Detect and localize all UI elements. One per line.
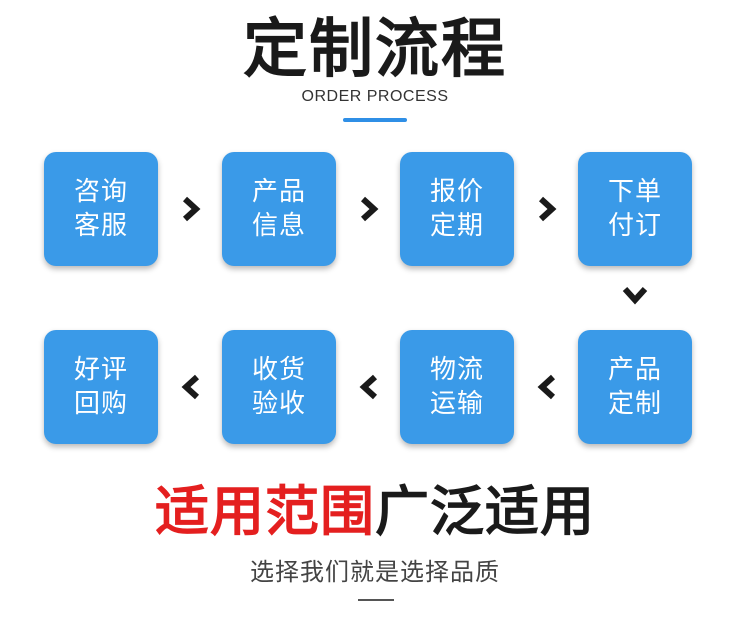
step-label-line2: 验收 (251, 389, 306, 419)
step-label-line2: 信息 (251, 211, 306, 241)
step-card-review[interactable]: 好评 回购 (44, 330, 158, 444)
step-label-line2: 定期 (429, 211, 484, 241)
step-card-quote[interactable]: 报价 定期 (400, 152, 514, 266)
step-label-line1: 好评 (73, 355, 128, 385)
step-card-receive[interactable]: 收货 验收 (222, 330, 336, 444)
page-title: 定制流程 (243, 13, 507, 87)
title-underline (343, 118, 407, 122)
chevron-left-icon (180, 374, 202, 400)
step-label-line1: 收货 (251, 355, 306, 385)
chevron-left-icon (536, 374, 558, 400)
step-card-product-info[interactable]: 产品 信息 (222, 152, 336, 266)
step-label-line1: 产品 (251, 177, 306, 207)
chevron-right-icon (536, 196, 558, 222)
footer-divider (358, 599, 394, 601)
step-label-line1: 物流 (429, 355, 484, 385)
step-label-line1: 报价 (429, 177, 484, 207)
scope-heading-highlight: 适用范围 (155, 480, 375, 543)
step-card-order[interactable]: 下单 付订 (578, 152, 692, 266)
step-label-line2: 付订 (607, 211, 662, 241)
chevron-left-icon (358, 374, 380, 400)
step-label-line1: 下单 (607, 177, 662, 207)
scope-tagline: 选择我们就是选择品质 (250, 558, 500, 586)
step-card-customize[interactable]: 产品 定制 (578, 330, 692, 444)
chevron-down-icon (622, 284, 648, 306)
chevron-right-icon (358, 196, 380, 222)
chevron-right-icon (180, 196, 202, 222)
step-label-line2: 回购 (73, 389, 128, 419)
scope-heading-rest: 广泛适用 (375, 480, 595, 543)
step-label-line1: 产品 (607, 355, 662, 385)
step-label-line1: 咨询 (73, 177, 128, 207)
step-card-consult[interactable]: 咨询 客服 (44, 152, 158, 266)
step-label-line2: 客服 (73, 211, 128, 241)
step-label-line2: 运输 (429, 389, 484, 419)
step-label-line2: 定制 (607, 389, 662, 419)
step-card-shipping[interactable]: 物流 运输 (400, 330, 514, 444)
scope-heading: 适用范围广泛适用 (0, 480, 750, 544)
page-subtitle: ORDER PROCESS (301, 88, 449, 105)
